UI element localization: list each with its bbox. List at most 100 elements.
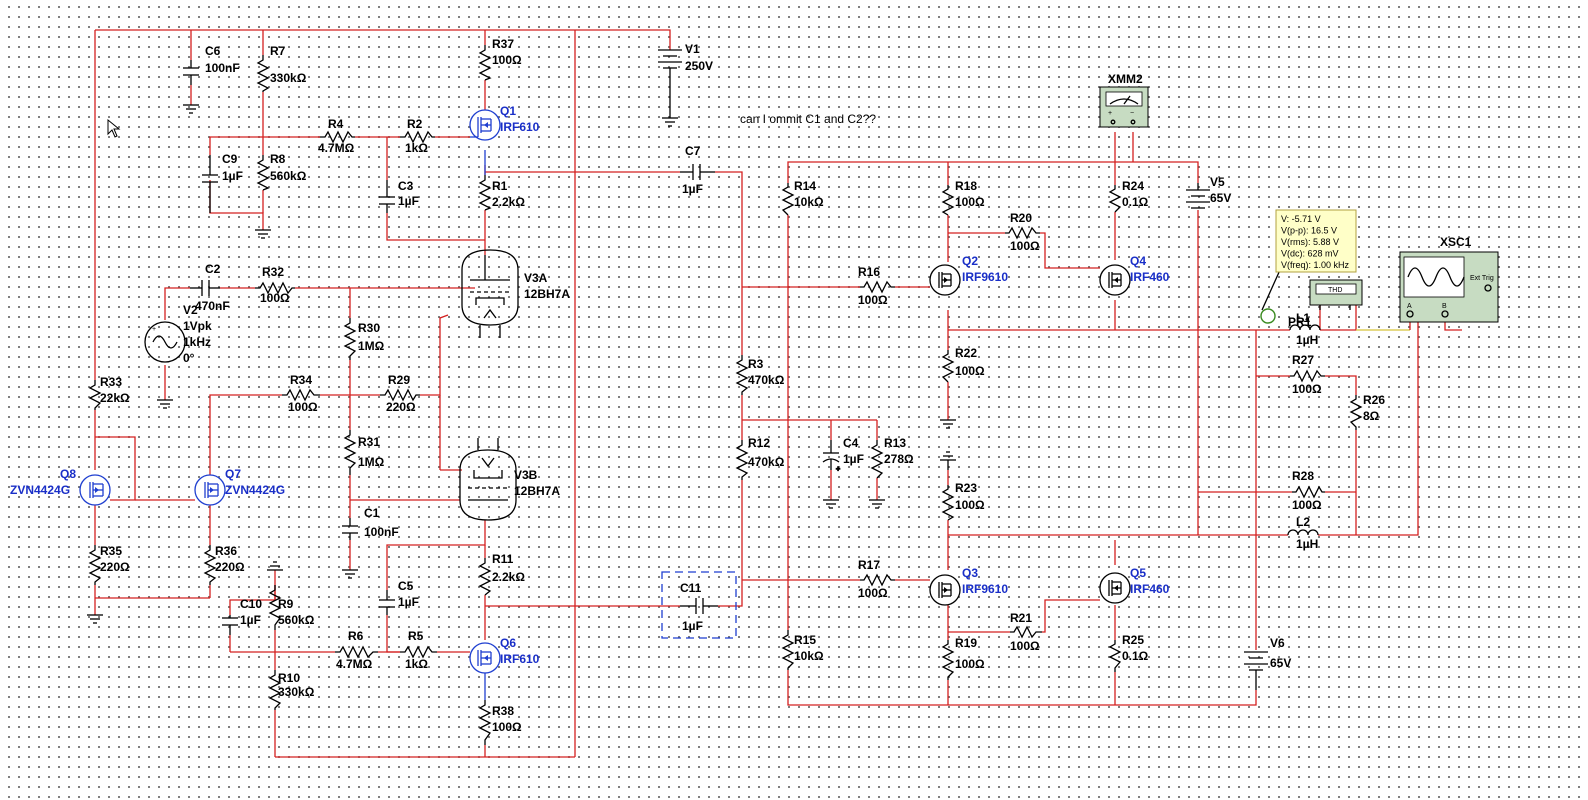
thd-label: THD [1328, 287, 1342, 294]
c4-body: + [822, 440, 841, 474]
v1-body [658, 49, 682, 95]
c4-value-label: 1µF [843, 452, 864, 466]
r22-value-label: 100Ω [955, 364, 985, 378]
r27-ref-label: R27 [1292, 353, 1314, 367]
svg-text:B: B [1442, 303, 1447, 310]
v2-ac-source[interactable]: + [144, 321, 186, 363]
c9-value-label: 1µF [222, 169, 243, 183]
c11-value-label: 1µF [682, 619, 703, 633]
r34-value-label: 100Ω [288, 400, 318, 414]
q7-body [194, 474, 226, 506]
q7-value-label: ZVN4424G [225, 483, 285, 497]
r29-value-label: 220Ω [386, 400, 416, 414]
r7-body [256, 55, 270, 92]
c1-body [342, 518, 358, 540]
r15-ref-label: R15 [794, 633, 816, 647]
pr1-ref-label: PR1 [1288, 315, 1312, 329]
r4-body [320, 130, 355, 144]
xsc1-label: XSC1 [1440, 235, 1472, 249]
c10-body [222, 615, 238, 635]
c7-body [680, 164, 715, 180]
v2-value-label: 1Vpk [183, 319, 212, 333]
r11-value-label: 2.2kΩ [492, 570, 525, 584]
c2-ref-label: C2 [205, 262, 221, 276]
probe-readout-line: V(freq): 1.00 kHz [1281, 260, 1350, 270]
r34-ref-label: R34 [290, 373, 312, 387]
r27-body [1290, 369, 1325, 383]
r19-body [941, 640, 955, 680]
r32-value-label: 100Ω [260, 291, 290, 305]
r30-body [343, 318, 357, 360]
probe-body [1260, 269, 1281, 324]
r28-ref-label: R28 [1292, 469, 1314, 483]
r24-body [1108, 185, 1122, 213]
r23-body [941, 485, 955, 521]
question-note: can I ommit C1 and C2?? [740, 112, 876, 126]
r3-body [735, 355, 749, 395]
r38-body [478, 700, 492, 745]
r33-value-label: 22kΩ [100, 391, 130, 405]
v5-value-label: 65V [1210, 191, 1231, 205]
v1-ref-label: V1 [685, 42, 700, 56]
probe-readout-line: V(p-p): 16.5 V [1281, 226, 1337, 236]
r15-body [781, 630, 795, 670]
r7-value-label: 330kΩ [270, 71, 307, 85]
r1-ref-label: R1 [492, 179, 508, 193]
r21-value-label: 100Ω [1010, 639, 1040, 653]
svg-text:−: − [1130, 110, 1134, 117]
r26-ref-label: R26 [1363, 393, 1385, 407]
wires [94, 29, 1462, 758]
c11-selection-box[interactable] [661, 571, 737, 639]
r13-value-label: 278Ω [884, 452, 914, 466]
r10-body [268, 670, 282, 710]
r16-body [860, 280, 895, 294]
r1-body [478, 175, 492, 211]
r35-value-label: 220Ω [100, 560, 130, 574]
r22-ref-label: R22 [955, 346, 977, 360]
r26-value-label: 8Ω [1363, 409, 1380, 423]
r11-body [478, 558, 492, 596]
q6-ref-label: Q6 [500, 636, 516, 650]
c7-value-label: 1µF [682, 182, 703, 196]
probe-readout-line: V(rms): 5.88 V [1281, 237, 1339, 247]
r37-body [478, 45, 492, 81]
r23-value-label: 100Ω [955, 498, 985, 512]
c11-ref-label: C11 [680, 581, 702, 595]
r18-body [941, 185, 955, 216]
r5-body [400, 645, 437, 659]
r17-value-label: 100Ω [858, 586, 888, 600]
r22-body [941, 350, 955, 383]
q2-body [929, 264, 961, 296]
r17-ref-label: R17 [858, 558, 880, 572]
v2-param-label: 0° [183, 351, 195, 365]
r10-ref-label: R10 [278, 671, 300, 685]
r27-value-label: 100Ω [1292, 382, 1322, 396]
r15-value-label: 10kΩ [794, 649, 824, 663]
c6-body [183, 60, 199, 85]
r13-ref-label: R13 [884, 436, 906, 450]
batteries [658, 49, 1268, 690]
r23-ref-label: R23 [955, 481, 977, 495]
mouse-cursor-icon [107, 118, 121, 138]
c7-ref-label: C7 [685, 144, 701, 158]
svg-text:A: A [1407, 303, 1412, 310]
r1-value-label: 2.2kΩ [492, 195, 525, 209]
r35-body [88, 545, 102, 585]
r21-body [1010, 625, 1042, 639]
c5-body [379, 590, 395, 615]
q8-body [79, 474, 111, 506]
q5-body [1099, 572, 1131, 604]
r9-ref-label: R9 [278, 597, 294, 611]
c3-ref-label: C3 [398, 179, 414, 193]
q6-value-label: IRF610 [500, 652, 540, 666]
q3-body [929, 574, 961, 606]
capacitors: + [183, 60, 841, 635]
r12-body [735, 440, 749, 480]
c6-value-label: 100nF [205, 61, 240, 75]
r16-ref-label: R16 [858, 265, 880, 279]
v2-param-label: 1kHz [183, 335, 211, 349]
r25-body [1108, 640, 1122, 672]
